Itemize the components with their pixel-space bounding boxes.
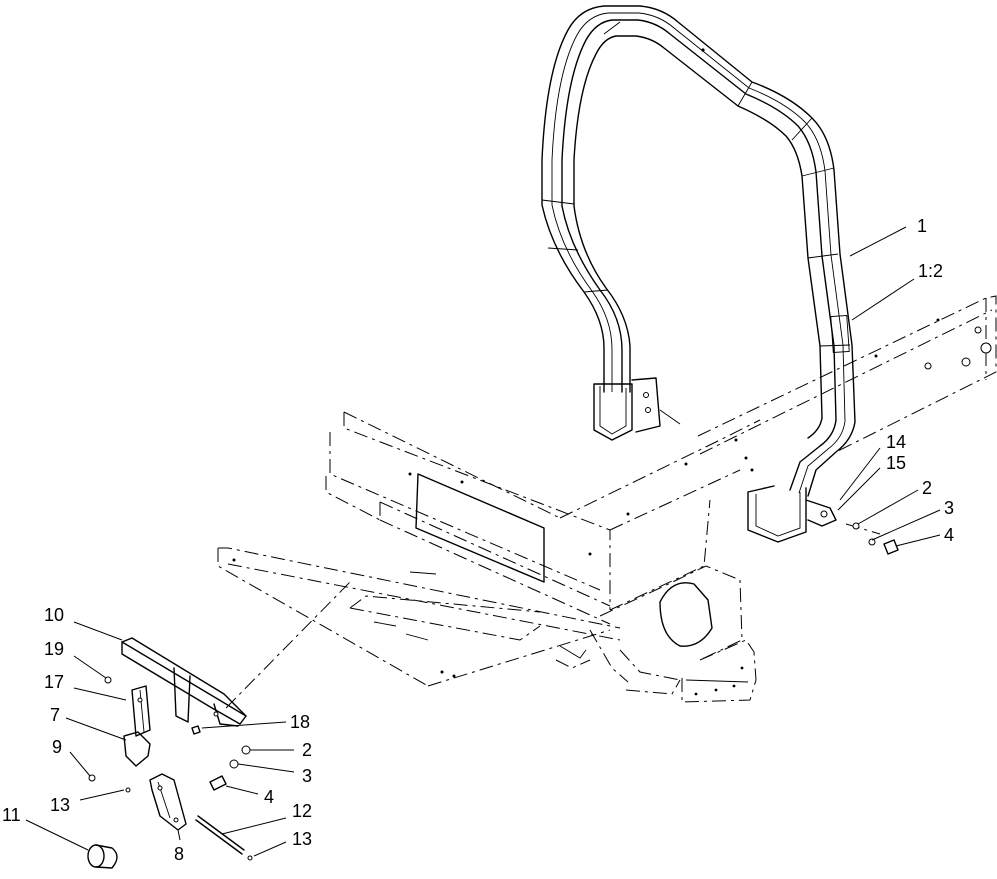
roll-bar-left-mount	[593, 377, 681, 441]
callout-11: 11	[2, 805, 21, 825]
pin	[195, 815, 245, 855]
bumper-stop-18	[191, 725, 201, 735]
roll-bar-right-mount	[747, 485, 837, 543]
callout-8: 8	[174, 844, 184, 864]
bolt-4	[209, 775, 227, 791]
centerline-rollbar-right	[845, 523, 881, 535]
centerline-bumper	[225, 579, 353, 709]
nut-19	[104, 676, 112, 684]
leader-lines	[25, 226, 941, 857]
washer-2	[241, 745, 251, 755]
left-rail	[217, 547, 621, 687]
callout-14: 14	[886, 432, 906, 452]
callout-12: 12	[292, 801, 312, 821]
callout-1-2: 1:2	[918, 261, 943, 281]
lockwasher-3	[229, 759, 239, 769]
bumper-bracket	[121, 637, 247, 727]
callout-13-lower: 13	[292, 829, 312, 849]
callout-17: 17	[44, 672, 64, 692]
callout-7: 7	[50, 705, 60, 725]
callout-1: 1	[917, 216, 927, 236]
callout-3-left: 3	[302, 766, 312, 786]
main-frame	[325, 295, 997, 703]
roll-bar	[541, 5, 856, 497]
callout-19: 19	[44, 639, 64, 659]
callout-4-right: 4	[944, 525, 954, 545]
callout-3-right: 3	[944, 498, 954, 518]
lockwasher-3-right	[868, 538, 876, 546]
pivot-bracket	[149, 773, 187, 831]
callout-4-left: 4	[264, 787, 274, 807]
bolt-9	[88, 774, 96, 782]
callout-15: 15	[886, 453, 906, 473]
callout-2-right: 2	[922, 478, 932, 498]
callout-10: 10	[44, 605, 64, 625]
callout-2-left: 2	[302, 740, 312, 760]
callout-18: 18	[290, 712, 310, 732]
callout-9: 9	[52, 737, 62, 757]
hardware	[88, 522, 899, 861]
callout-13-upper: 13	[50, 795, 70, 815]
clip-13b	[247, 855, 253, 861]
callout-labels: 1 1:2 14 15 2 3 4 10 19 17 7 9 18 2 3 4 …	[2, 216, 954, 864]
roller	[87, 844, 118, 869]
washer-2-right	[852, 522, 860, 530]
clip-13a	[125, 787, 131, 793]
bumper-arm	[123, 685, 151, 767]
bolt-4-right	[883, 539, 899, 555]
